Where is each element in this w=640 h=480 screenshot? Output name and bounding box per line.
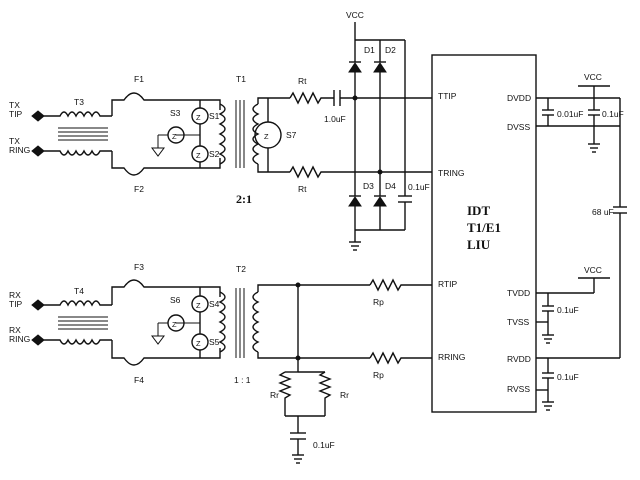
transformer-t1 xyxy=(218,100,260,168)
rr-right-label: Rr xyxy=(340,390,349,400)
resistor-rt-bottom xyxy=(289,165,432,179)
chip-title-line1: IDT xyxy=(467,203,490,218)
diode-clamp-network xyxy=(348,22,412,251)
capacitor-tx-series xyxy=(333,90,432,106)
rr-network xyxy=(278,285,332,464)
s5-label: S5 xyxy=(209,337,220,347)
pin-dvdd: DVDD xyxy=(507,93,531,103)
cap-rvdd-label: 0.1uF xyxy=(557,372,579,382)
svg-text:Z: Z xyxy=(264,132,269,141)
vcc-tvdd-label: VCC xyxy=(584,265,602,275)
svg-text:Z: Z xyxy=(196,339,201,348)
cap-rr-label: 0.1uF xyxy=(313,440,335,450)
f1-label: F1 xyxy=(134,74,144,84)
rt-top-label: Rt xyxy=(298,76,307,86)
s4-label: S4 xyxy=(209,299,220,309)
svg-text:Z: Z xyxy=(196,113,201,122)
pin-tvss: TVSS xyxy=(507,317,530,327)
f3-label: F3 xyxy=(134,262,144,272)
cap-bulk-label: 68 uF xyxy=(592,207,614,217)
rp-bottom-label: Rp xyxy=(373,370,384,380)
pin-rtip: RTIP xyxy=(438,279,458,289)
t2-ratio: 1 : 1 xyxy=(234,375,251,385)
fuse-f3 xyxy=(111,279,221,305)
svg-text:Z: Z xyxy=(172,132,177,141)
pin-tring: TRING xyxy=(438,168,464,178)
pin-rring: RRING xyxy=(438,352,465,362)
transformer-t3 xyxy=(44,111,112,156)
f2-label: F2 xyxy=(134,184,144,194)
pin-rvdd: RVDD xyxy=(507,354,531,364)
vcc-dvdd-label: VCC xyxy=(584,72,602,82)
rt-bottom-label: Rt xyxy=(298,184,307,194)
resistor-rt-top xyxy=(289,91,334,105)
rr-left-label: Rr xyxy=(270,390,279,400)
pin-dvss: DVSS xyxy=(507,122,530,132)
fuse-f1 xyxy=(111,92,221,116)
s6-label: S6 xyxy=(170,295,181,305)
tx-surge-protectors: Z Z Z xyxy=(151,100,209,168)
d2-label: D2 xyxy=(385,45,396,55)
t1-label: T1 xyxy=(236,74,246,84)
s7-label: S7 xyxy=(286,130,297,140)
rx-surge-protectors: Z Z Z xyxy=(151,287,209,358)
t2-label: T2 xyxy=(236,264,246,274)
power-dvdd-network xyxy=(536,85,627,359)
t4-label: T4 xyxy=(74,286,84,296)
pin-tvdd: TVDD xyxy=(507,288,530,298)
pin-ttip: TTIP xyxy=(438,91,457,101)
d3-label: D3 xyxy=(363,181,374,191)
resistor-rp-bottom xyxy=(369,351,432,365)
s2-label: S2 xyxy=(209,149,220,159)
t1-ratio: 2:1 xyxy=(236,192,252,206)
pin-rvss: RVSS xyxy=(507,384,530,394)
f4-label: F4 xyxy=(134,375,144,385)
d4-label: D4 xyxy=(385,181,396,191)
liu-chip xyxy=(431,54,537,413)
transformer-t4 xyxy=(44,300,112,345)
surge-protector-s7 xyxy=(254,121,282,149)
cap-d4-label: 0.1uF xyxy=(408,182,430,192)
svg-text:Z: Z xyxy=(196,301,201,310)
d1-label: D1 xyxy=(364,45,375,55)
fuse-f2 xyxy=(111,151,221,176)
cap-dvdd-2-label: 0.1uF xyxy=(602,109,624,119)
resistor-rp-top xyxy=(369,278,432,292)
cap-tx-label: 1.0uF xyxy=(324,114,346,124)
port-connectors xyxy=(31,110,45,346)
t3-label: T3 xyxy=(74,97,84,107)
vcc-top-label: VCC xyxy=(346,10,364,20)
power-rvdd-network xyxy=(536,358,554,411)
cap-tvdd-label: 0.1uF xyxy=(557,305,579,315)
svg-text:Z: Z xyxy=(172,320,177,329)
transformer-t2 xyxy=(218,288,260,358)
chip-title-line2: T1/E1 xyxy=(467,220,501,235)
fuse-f4 xyxy=(111,340,221,366)
rp-top-label: Rp xyxy=(373,297,384,307)
s3-label: S3 xyxy=(170,108,181,118)
cap-dvdd-1-label: 0.01uF xyxy=(557,109,583,119)
s1-label: S1 xyxy=(209,111,220,121)
chip-title-line3: LIU xyxy=(467,237,491,252)
power-tvdd-network xyxy=(536,277,610,344)
svg-text:Z: Z xyxy=(196,151,201,160)
